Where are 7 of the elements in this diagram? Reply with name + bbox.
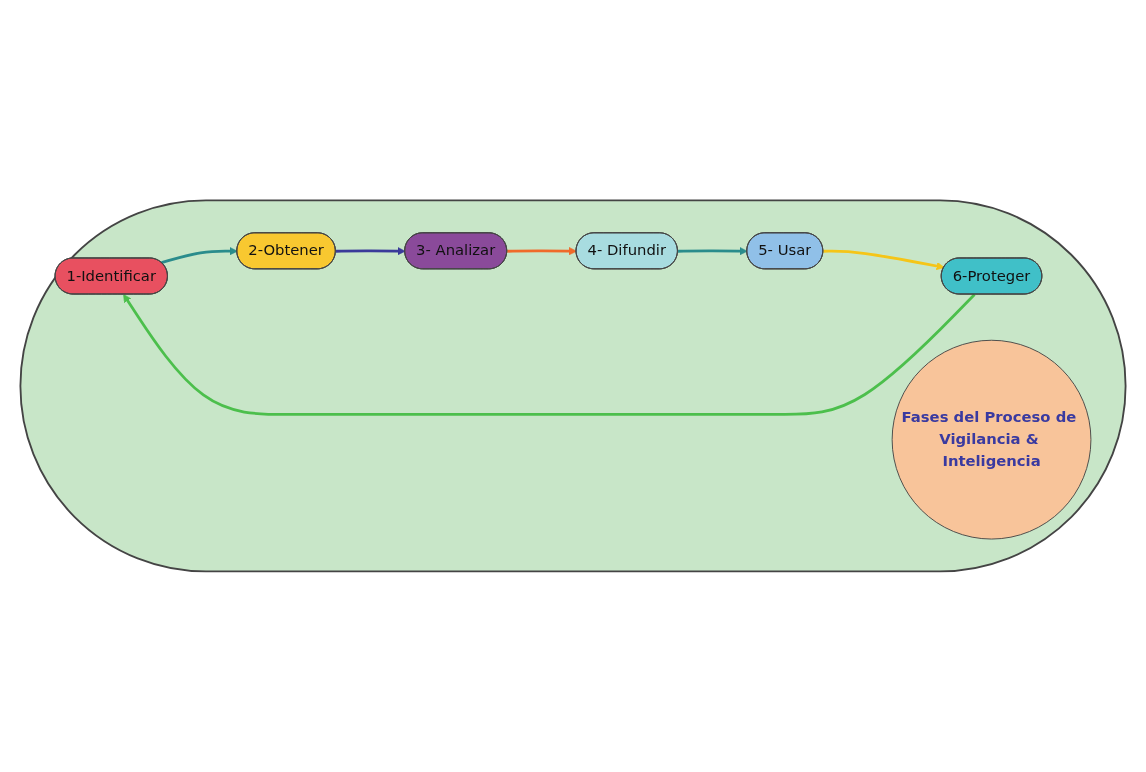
- arrow: [335, 247, 406, 256]
- arrow: [161, 247, 238, 265]
- arrow: [677, 247, 748, 256]
- arrow: [823, 249, 945, 271]
- node-circle: Fases del Proceso de Vigilancia & Inteligencia: [891, 339, 1092, 540]
- arrow: [123, 293, 976, 416]
- arrow: [507, 247, 577, 256]
